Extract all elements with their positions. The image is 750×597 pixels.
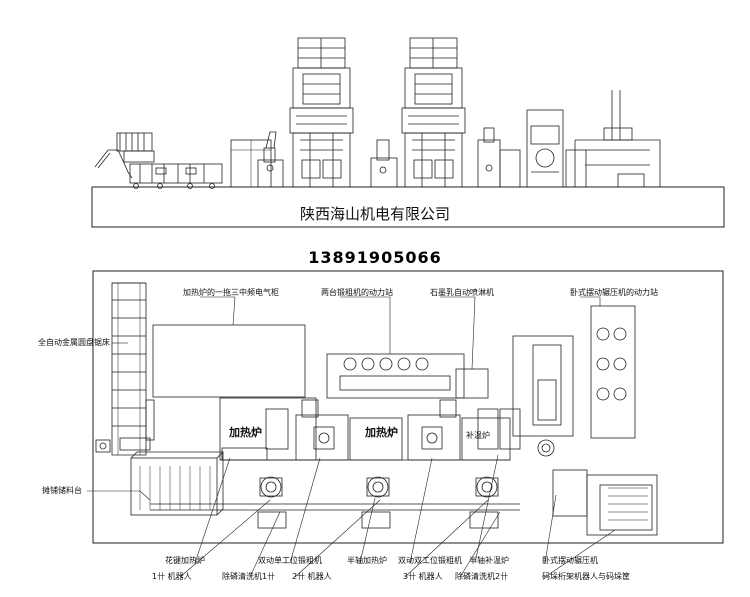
plan-hydraulic [326,353,465,399]
plan-press-2 [407,399,461,461]
elevation-swing-press [526,109,587,188]
label-furnace-1: 加热炉 [229,426,262,439]
elevation-robot-2 [370,139,398,188]
elevation-saw-conveyor [94,132,223,189]
plan-cabinet [152,324,306,398]
plan-robots [259,408,521,498]
label-gantry: 码垛桁架机器人与码垛筐 [542,572,630,581]
label-swing-press: 卧式摆动辗压机 [542,556,598,565]
label-saw: 全自动金属圆盘锯床 [38,338,110,347]
label-storage: 摊铺储料台 [42,486,82,495]
label-reheat-furnace: 补温炉 [466,431,490,440]
elevation-robot-1 [257,131,284,188]
label-spline-heater: 花键加热炉 [165,556,205,565]
plan-saw [95,282,155,456]
plan-leader-lines [87,296,616,578]
label-double-upset-1: 双动单工位锻粗机 [258,556,322,565]
label-half-shaft-heater: 半轴加热炉 [347,556,387,565]
label-cabinet: 加热炉的一拖三中频电气柜 [183,288,279,297]
plan-gantry [586,474,658,536]
label-double-upset-2: 双动双工位锻粗机 [398,556,462,565]
elevation-gantry [574,90,661,188]
plan-cleaners [257,511,499,529]
plan-storage [130,451,224,516]
plan-view [87,270,724,578]
plan-border [92,270,724,544]
label-robot-1: 1卄 机器人 [152,572,192,581]
label-hydraulic-station: 两台锻粗机的动力站 [321,288,393,297]
plan-horizontal-power [590,305,636,439]
phone-number: 13891905066 [308,248,442,267]
label-scale-cleaner-1: 除磷清洗机1卄 [222,572,276,581]
plan-graphite [455,368,489,399]
elevation-robot-3 [477,127,521,188]
label-robot-2: 2卄 机器人 [292,572,332,581]
label-robot-3: 3卄 机器人 [403,572,443,581]
label-horizontal-power: 卧式摆动辗压机的动力站 [570,288,658,297]
elevation-view [91,37,725,228]
plan-swing-press [512,335,588,517]
elevation-press-1 [289,37,354,188]
label-graphite-spray: 石墨乳自动喷淋机 [430,288,494,297]
label-furnace-2: 加热炉 [365,426,398,439]
elevation-press-2 [401,37,466,188]
label-scale-cleaner-2: 除磷清洗机2卄 [455,572,509,581]
company-name: 陕西海山机电有限公司 [299,205,450,223]
plan-press-1 [295,399,349,461]
plan-furnace-row [219,397,511,461]
label-half-shaft-reheat: 半轴补温炉 [469,556,509,565]
plan-conveyor [150,503,520,511]
